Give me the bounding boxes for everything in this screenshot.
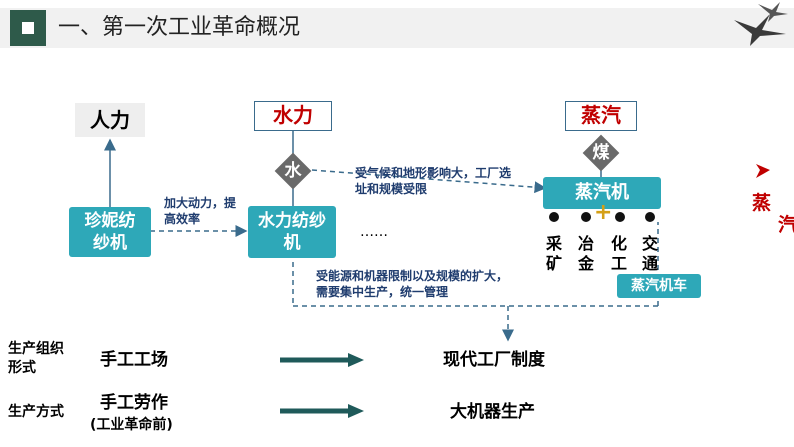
water-frame-box: 水力纺纱机 — [248, 206, 336, 258]
row1-from: 手工工场 — [100, 350, 168, 370]
row2-from-sub: (工业革命前) — [90, 417, 173, 433]
row2-to: 大机器生产 — [450, 402, 535, 422]
application-mining: 采矿 — [545, 234, 562, 273]
manpower-box: 人力 — [75, 103, 145, 137]
row2-label: 生产方式 — [8, 404, 64, 420]
steam-box: 蒸汽 — [565, 101, 637, 131]
jenny-label: 珍妮纺纱机 — [84, 211, 136, 253]
page-title: 一、第一次工业革命概况 — [58, 15, 301, 40]
right-partial-2: 汽 — [778, 214, 794, 236]
jenny-box: 珍妮纺纱机 — [69, 207, 151, 257]
note-limits: 受能源和机器限制以及规模的扩大，需要集中生产，统一管理 — [316, 269, 509, 299]
note-power: 加大动力，提高效率 — [164, 196, 237, 226]
right-partial-1: 蒸 — [752, 192, 772, 214]
swallow-icon — [734, 2, 788, 46]
waterpower-box: 水力 — [254, 101, 332, 131]
wheel-dot-4 — [645, 212, 655, 222]
water-frame-label: 水力纺纱机 — [258, 211, 326, 253]
row2-from: 手工劳作 — [100, 393, 168, 413]
ellipsis: …… — [360, 224, 388, 240]
application-transport: 交通 — [641, 234, 658, 273]
locomotive-box: 蒸汽机车 — [617, 274, 701, 298]
coal-diamond-label: 煤 — [592, 143, 610, 163]
note-climate: 受气候和地形影响大，工厂选址和规模受限 — [355, 166, 512, 196]
plus-icon: + — [594, 200, 613, 225]
row1-to: 现代工厂制度 — [443, 350, 545, 370]
steam-engine-box: 蒸汽机 — [543, 177, 661, 209]
header-bar — [0, 8, 794, 48]
application-metallurgy: 冶金 — [577, 234, 594, 273]
row1-label: 生产组织形式 — [8, 341, 64, 376]
section-marker-inner — [22, 22, 34, 34]
wheel-dot-2 — [581, 212, 591, 222]
wheel-dot-1 — [549, 212, 559, 222]
water-diamond-label: 水 — [284, 161, 302, 181]
wheel-dot-3 — [615, 212, 625, 222]
application-chemical: 化工 — [610, 234, 627, 273]
